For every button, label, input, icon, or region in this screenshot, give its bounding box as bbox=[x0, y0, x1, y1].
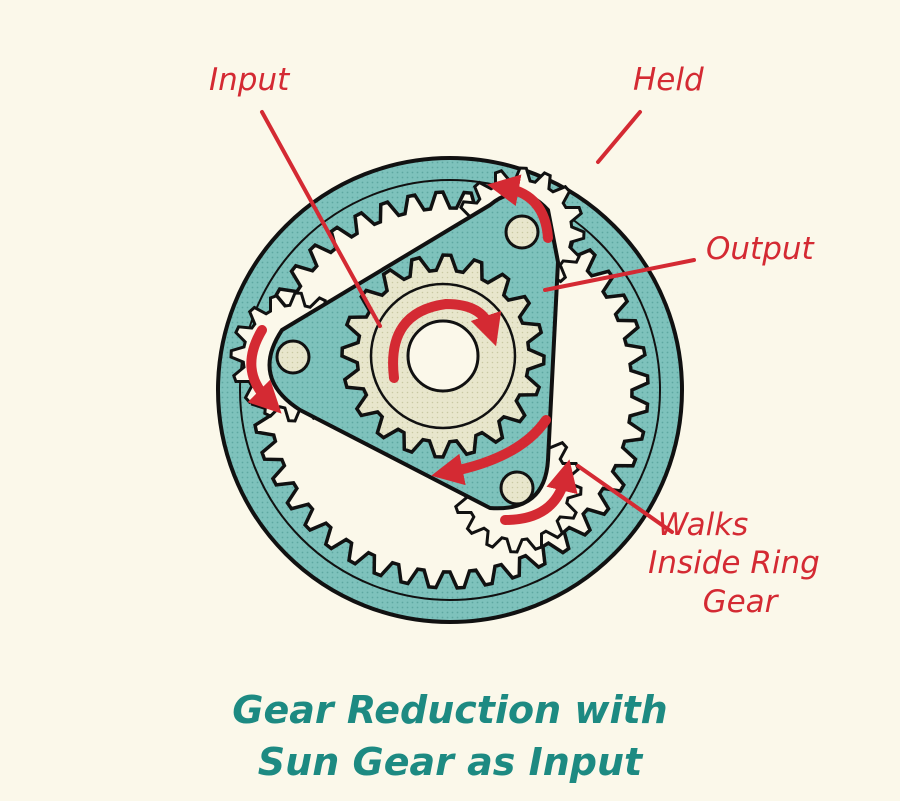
output-label: Output bbox=[706, 231, 816, 267]
held-leader-line bbox=[596, 110, 642, 164]
diagram-title: Gear Reduction with Sun Gear as Input bbox=[0, 684, 900, 788]
sun-gear-hub bbox=[406, 319, 480, 393]
rotation-arrow-icon bbox=[487, 174, 553, 243]
walks-label-line1: Walks bbox=[658, 507, 749, 543]
output-leader-line bbox=[543, 258, 696, 292]
input-label: Input bbox=[209, 62, 291, 98]
rotation-arrow-icon bbox=[388, 298, 502, 383]
planet-pin-hole bbox=[499, 470, 535, 506]
rotation-arrow-icon bbox=[431, 415, 551, 486]
walks-leader-line bbox=[576, 464, 674, 534]
held-label: Held bbox=[633, 62, 704, 98]
title-line-1: Gear Reduction with bbox=[232, 688, 668, 732]
planet-pin-hole bbox=[504, 214, 540, 250]
rotation-arrows bbox=[246, 174, 578, 525]
input-leader-line bbox=[260, 110, 382, 328]
walks-label-line3: Gear bbox=[703, 584, 780, 620]
walks-label-line2: Inside Ring bbox=[648, 545, 820, 581]
leader-lines bbox=[260, 110, 696, 534]
rotation-arrow-icon bbox=[500, 459, 578, 525]
rotation-arrow-icon bbox=[246, 325, 282, 414]
title-line-2: Sun Gear as Input bbox=[257, 740, 643, 784]
planet-pin-hole bbox=[275, 339, 311, 375]
